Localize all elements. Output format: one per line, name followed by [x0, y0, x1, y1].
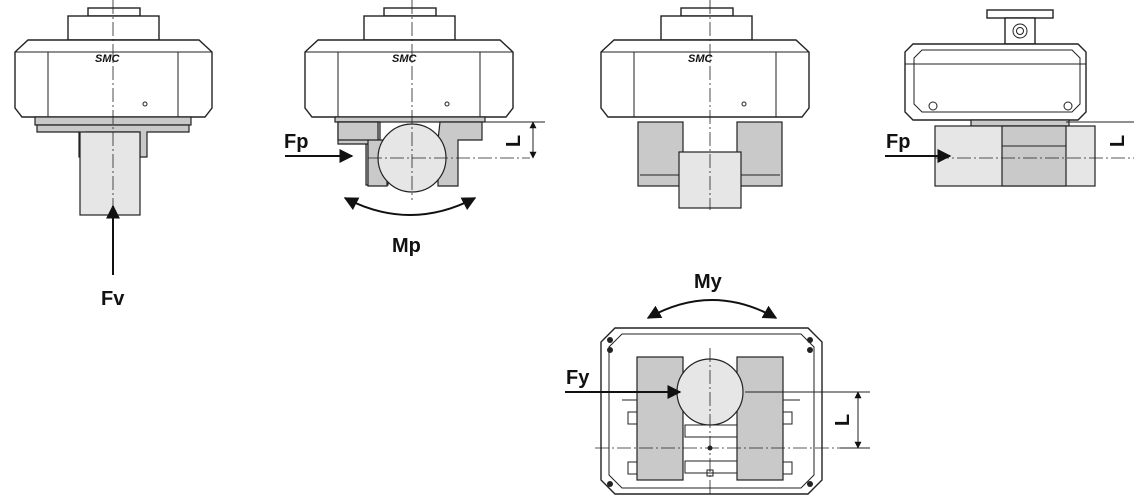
label-fv: Fv	[101, 288, 125, 310]
view-side: L Fp	[885, 9, 1134, 187]
label-l-side: L	[1107, 135, 1129, 147]
label-mp: Mp	[392, 235, 421, 257]
label-fp-right: Fp	[886, 131, 910, 153]
yaw-moment-arrow	[646, 299, 778, 319]
brand-logo-3: SMC	[688, 53, 714, 65]
label-fy: Fy	[566, 367, 590, 389]
label-l-top: L	[832, 414, 854, 426]
brand-logo: SMC	[95, 53, 121, 65]
view-pitch-load: SMC L Fp Mp	[284, 0, 545, 257]
pitch-moment-arrow	[343, 197, 477, 216]
label-fp-left: Fp	[284, 131, 308, 153]
label-l-pitch: L	[503, 135, 525, 147]
view-grip-front: SMC	[600, 0, 810, 210]
brand-logo-2: SMC	[392, 53, 418, 65]
view-vertical-load: SMC Fv	[14, 0, 213, 310]
view-top-yaw: L Fy My	[565, 271, 870, 495]
label-my: My	[694, 271, 723, 293]
